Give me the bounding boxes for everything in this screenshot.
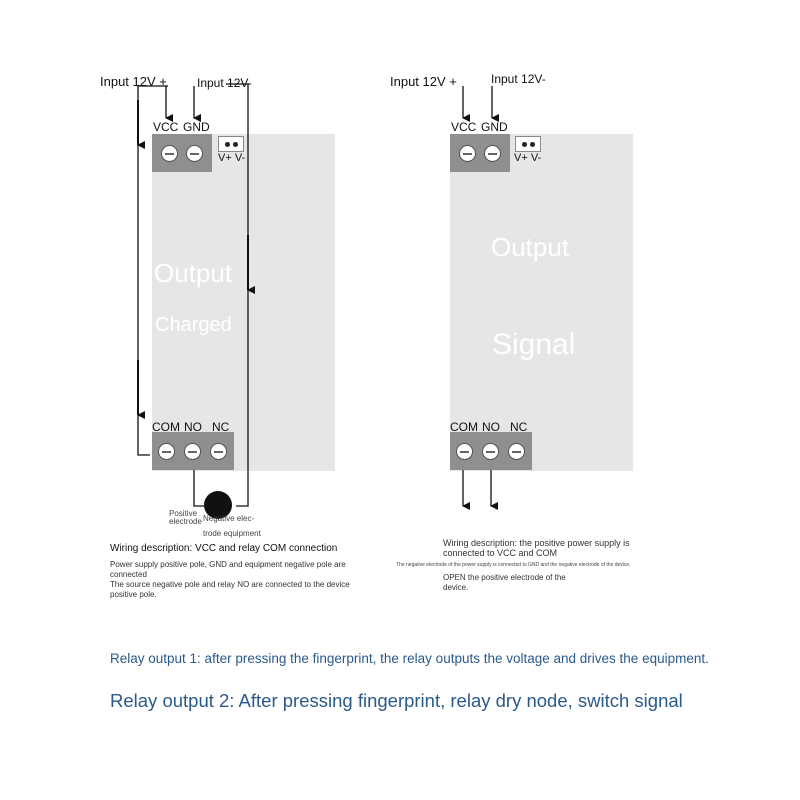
screw-icon	[484, 145, 501, 162]
left-gnd-label: GND	[183, 120, 210, 134]
left-com-label: COM	[152, 420, 180, 434]
right-vplus-vminus-label: V+ V-	[514, 152, 542, 164]
screw-icon	[186, 145, 203, 162]
right-gnd-label: GND	[481, 120, 508, 134]
wire-left-no	[193, 470, 204, 507]
right-com-label: COM	[450, 420, 478, 434]
screw-icon	[158, 443, 175, 460]
screw-icon	[456, 443, 473, 460]
right-jumper	[515, 136, 541, 152]
right-wiring-line3: OPEN the positive electrode of the devic…	[443, 573, 566, 592]
left-vcc-label: VCC	[153, 120, 179, 134]
left-board	[152, 134, 335, 471]
right-wiring-title: Wiring description: the positive power s…	[443, 538, 630, 558]
device-load-icon	[204, 491, 232, 519]
screw-icon	[184, 443, 201, 460]
left-power-terminal	[152, 134, 212, 172]
screw-icon	[508, 443, 525, 460]
left-jumper	[218, 136, 244, 152]
left-wiring-line3: The source negative pole and relay NO ar…	[110, 580, 350, 599]
screw-icon	[210, 443, 227, 460]
right-nc-label: NC	[510, 420, 528, 434]
right-signal-text: Signal	[492, 328, 576, 361]
left-charged-text: Charged	[155, 314, 232, 336]
right-wiring-line2: The negative electrode of the power supp…	[396, 562, 631, 568]
right-no-label: NO	[482, 420, 500, 434]
left-nc-label: NC	[212, 420, 230, 434]
left-wiring-line2: Power supply positive pole, GND and equi…	[110, 560, 346, 579]
left-negative-electrode-label: Negative elec- trode equipment	[203, 514, 261, 538]
left-wiring-title: Wiring description: VCC and relay COM co…	[110, 543, 338, 554]
caption-relay-output-2: Relay output 2: After pressing fingerpri…	[110, 690, 683, 711]
right-vcc-label: VCC	[451, 120, 477, 134]
left-input-pos-label: Input 12V +	[100, 74, 167, 89]
left-no-label: NO	[184, 420, 202, 434]
left-positive-electrode-label: Positive electrode	[169, 509, 202, 526]
right-input-pos-label: Input 12V +	[390, 74, 457, 89]
left-output-text: Output	[154, 258, 233, 288]
caption-relay-output-1: Relay output 1: after pressing the finge…	[110, 651, 709, 666]
screw-icon	[459, 145, 476, 162]
right-output-text: Output	[491, 232, 570, 262]
right-input-neg-label: Input 12V-	[491, 72, 546, 86]
screw-icon	[161, 145, 178, 162]
wire-left-negative	[226, 83, 249, 507]
left-vplus-vminus-label: V+ V-	[218, 152, 246, 164]
left-input-neg-label: Input 12V-	[197, 76, 252, 90]
left-relay-terminal	[152, 432, 234, 470]
screw-icon	[482, 443, 499, 460]
wire-left-loop	[137, 85, 168, 456]
right-board	[450, 134, 633, 471]
right-relay-terminal	[450, 432, 532, 470]
right-power-terminal	[450, 134, 510, 172]
